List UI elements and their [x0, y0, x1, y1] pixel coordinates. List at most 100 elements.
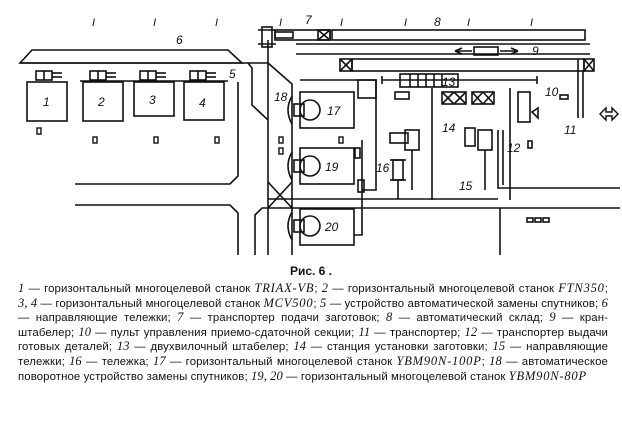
- legend-entry: 1 — горизонтальный многоцелевой станок T…: [18, 281, 322, 295]
- machine-2: [82, 81, 124, 122]
- legend-entry: 19, 20 — горизонтальный многоцелевой ста…: [251, 368, 587, 383]
- legend-entry: 7 — транспортер подачи заготовок;: [177, 310, 386, 325]
- legend-number: 16: [69, 353, 82, 368]
- legend-entry: 6 — направляющие тележки;: [18, 295, 609, 325]
- exit-double-arrow-icon: [599, 106, 619, 122]
- legend-number: 15: [492, 339, 506, 354]
- legend-model: TRIAX-VB: [254, 281, 315, 295]
- stacker-crane-9: [473, 46, 499, 56]
- column-marker: I: [279, 17, 282, 29]
- legend-text: — направляющие тележки: [18, 312, 168, 325]
- label-8: 8: [434, 15, 441, 29]
- label-5: 5: [229, 67, 236, 81]
- column-marker: I: [530, 17, 533, 29]
- guide-rail-6: [18, 49, 245, 64]
- legend-text: — горизонтальный многоцелевой станок: [328, 283, 559, 295]
- column-marker: I: [92, 17, 95, 29]
- legend-text: — станция установки заготовки: [306, 341, 485, 354]
- legend-text: — автоматический склад: [392, 312, 540, 325]
- legend-number: 19, 20: [251, 368, 283, 383]
- legend-number: 2: [321, 281, 329, 295]
- legend-text: — транспортер: [370, 326, 458, 339]
- legend-model: MCV500: [263, 295, 314, 310]
- figure-legend: 1 — горизонтальный многоцелевой станок T…: [18, 281, 609, 384]
- label-9: 9: [532, 44, 539, 58]
- legend-number: 17: [153, 353, 166, 368]
- machine-1: [26, 81, 68, 122]
- cart-16: [392, 159, 404, 181]
- pallet-changers-5: [35, 70, 228, 82]
- label-14: 14: [442, 121, 456, 135]
- legend-entry: 15 — направляющие тележки;: [18, 339, 609, 368]
- legend-text: — тележка: [81, 355, 146, 368]
- crane-post: [258, 26, 276, 48]
- legend-number: 18: [489, 353, 502, 368]
- legend-entry: 17 — горизонтальный многоцелевой станок …: [153, 353, 489, 368]
- legend-number: 14: [293, 339, 307, 354]
- legend-number: 9: [549, 310, 556, 325]
- legend-separator: ;: [244, 370, 251, 383]
- legend-separator: ;: [314, 283, 322, 295]
- column-marker: I: [153, 17, 156, 29]
- legend-entry: 12 — транспортер выдачи готовых деталей;: [18, 324, 608, 353]
- legend-model: YBM90N-80P: [508, 368, 587, 383]
- figure-caption: Рис. 6 .: [289, 264, 333, 278]
- column-marker: I: [215, 17, 218, 29]
- label-6: 6: [176, 33, 183, 47]
- label-2: 2: [97, 95, 105, 109]
- legend-number: 12: [464, 324, 478, 339]
- legend-separator: ;: [457, 326, 465, 339]
- legend-entry: 8 — автоматический склад;: [386, 310, 550, 325]
- legend-number: 10: [78, 324, 92, 339]
- label-7: 7: [305, 13, 313, 27]
- label-10: 10: [545, 85, 559, 99]
- legend-entry: 13 — двухвилочный штабелер;: [116, 339, 294, 354]
- legend-text: — горизонтальный многоцелевой станок: [24, 283, 255, 295]
- corridor-lower: [75, 204, 239, 255]
- legend-separator: ;: [539, 312, 550, 325]
- legend-text: — направляющие тележки: [18, 341, 609, 368]
- legend-number: 13: [116, 339, 130, 354]
- legend-entry: 3, 4 — горизонтальный многоцелевой стано…: [18, 295, 320, 310]
- column-markers: I I I I I I I I: [92, 17, 533, 29]
- legend-separator: ;: [61, 355, 70, 368]
- label-1: 1: [43, 95, 50, 109]
- legend-number: 1: [18, 281, 25, 295]
- label-19: 19: [325, 160, 339, 174]
- legend-separator: ;: [167, 312, 178, 325]
- column-marker: I: [340, 17, 343, 29]
- warehouse-8-top-row: [317, 29, 586, 41]
- legend-text: — горизонтальный многоцелевой станок: [165, 355, 397, 368]
- label-13: 13: [442, 75, 456, 89]
- legend-separator: ;: [376, 312, 386, 325]
- machine-4: [183, 81, 225, 121]
- legend-separator: ;: [71, 326, 79, 339]
- label-17: 17: [327, 104, 342, 118]
- machine-3: [133, 81, 175, 117]
- label-20: 20: [324, 220, 339, 234]
- legend-entry: 5 — устройство автоматической замены спу…: [320, 295, 602, 310]
- legend-text: — двухвилочный штабелер: [129, 341, 286, 354]
- legend-separator: ;: [145, 355, 154, 368]
- legend-number: 3, 4: [18, 295, 38, 310]
- legend-text: — горизонтальный многоцелевой станок: [37, 297, 264, 310]
- loading-station-14: [389, 88, 539, 200]
- legend-number: 11: [358, 324, 371, 339]
- legend-number: 6: [601, 295, 609, 310]
- warehouse-8-bottom-row: [339, 58, 595, 72]
- legend-number: 5: [320, 295, 327, 310]
- legend-text: — автоматическое поворотное устройство з…: [18, 355, 608, 383]
- corridor-upper: [75, 82, 239, 185]
- label-11: 11: [564, 123, 576, 137]
- two-fork-stacker-13: [399, 73, 459, 88]
- label-4: 4: [199, 96, 206, 110]
- legend-separator: ;: [604, 283, 608, 295]
- legend-separator: ;: [313, 297, 320, 310]
- legend-model: YBM90N-100P: [396, 353, 482, 368]
- legend-separator: ;: [484, 341, 493, 354]
- legend-entry: 18 — автоматическое поворотное устройств…: [18, 353, 608, 383]
- legend-model: FTN350: [558, 281, 605, 295]
- legend-separator: ;: [285, 341, 294, 354]
- legend-entry: 11 — транспортер;: [358, 324, 465, 339]
- rotary-pallet-changers-18: [287, 95, 321, 241]
